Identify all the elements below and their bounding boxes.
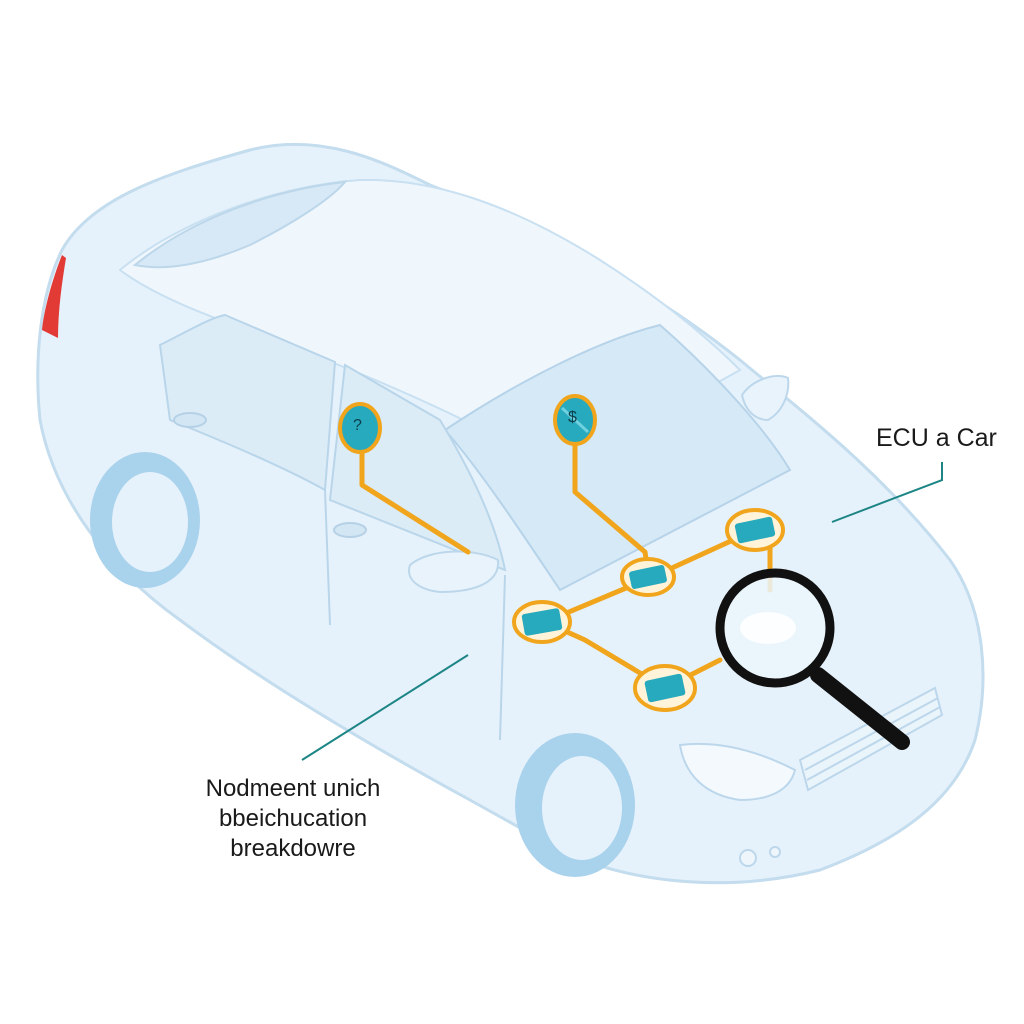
fog-light-left — [739, 849, 757, 867]
breakdown-callout-line-3: breakdowre — [230, 835, 356, 862]
leader-line-breakdown — [301, 654, 469, 761]
door-seam — [324, 489, 506, 741]
fog-light-right — [769, 846, 781, 858]
windshield-node-glyph: $ — [568, 409, 577, 426]
front-door-handle — [333, 522, 367, 538]
breakdown-callout-label: Nodmeent unich bbeichucation breakdowre — [186, 774, 400, 864]
door-node-glyph: ? — [353, 417, 362, 434]
side-mirror — [408, 550, 500, 594]
rear-wheel — [90, 452, 200, 588]
ecu-module-2[interactable] — [620, 557, 676, 597]
breakdown-callout-line-2: bbeichucation — [218, 805, 368, 832]
ecu-module-1[interactable] — [725, 508, 785, 552]
ecu-callout-label: ECU a Car — [876, 424, 997, 452]
ecu-module-4[interactable] — [633, 664, 697, 712]
breakdown-callout-line-1: Nodmeent unich — [205, 775, 381, 802]
side-window-rear — [158, 313, 337, 492]
magnifying-glass-icon — [715, 568, 910, 750]
front-grille — [798, 686, 944, 792]
tail-light — [42, 255, 66, 338]
car-body-icon — [36, 142, 985, 885]
windshield-node[interactable] — [553, 394, 597, 446]
front-wheel — [515, 733, 635, 877]
wire-door — [359, 445, 471, 555]
rear-door-handle — [173, 412, 207, 428]
windshield — [443, 323, 792, 592]
ecu-module-3[interactable] — [512, 600, 572, 644]
headlight — [678, 742, 797, 802]
far-mirror — [740, 375, 790, 422]
rear-window — [132, 180, 348, 269]
leader-line-ecu — [831, 462, 943, 523]
door-node[interactable] — [338, 402, 382, 454]
